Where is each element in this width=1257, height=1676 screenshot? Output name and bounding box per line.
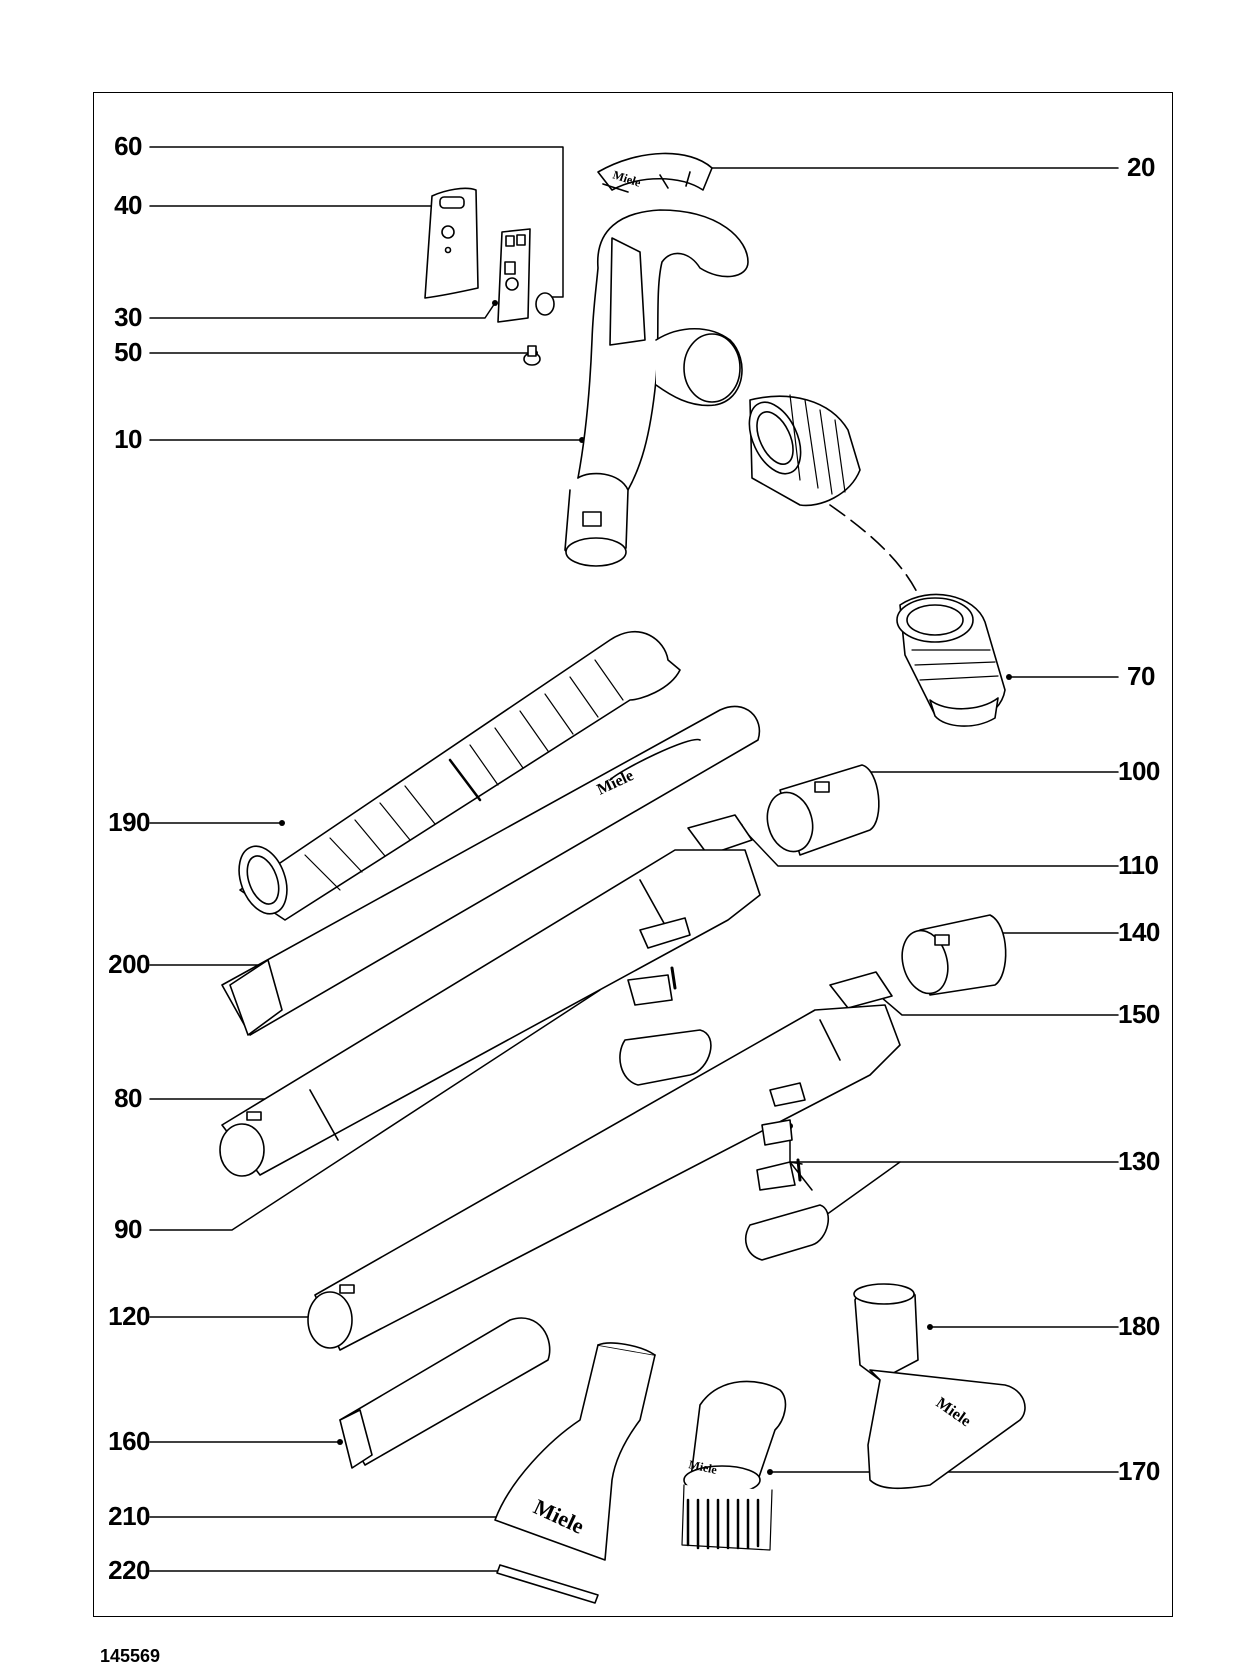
part-120-tube bbox=[307, 1004, 901, 1351]
label-200: 200 bbox=[108, 949, 150, 979]
part-80-tube bbox=[219, 849, 761, 1177]
logo-on-brush-170: Miele bbox=[687, 1457, 719, 1477]
label-110: 110 bbox=[1118, 850, 1159, 880]
part-130-slider-parts bbox=[745, 1082, 830, 1261]
hose-coupling-top bbox=[748, 394, 861, 507]
drawing-number: 145569 bbox=[100, 1646, 161, 1666]
part-220-strip bbox=[496, 1564, 599, 1604]
part-50-screw bbox=[523, 345, 541, 366]
label-90: 90 bbox=[114, 1214, 142, 1244]
part-210-upholstery-nozzle bbox=[494, 1342, 656, 1561]
part-170-dusting-brush bbox=[681, 1380, 787, 1551]
label-50: 50 bbox=[114, 337, 142, 367]
label-120: 120 bbox=[108, 1301, 150, 1331]
label-10: 10 bbox=[114, 424, 142, 454]
part-110-catch bbox=[687, 814, 753, 856]
label-130: 130 bbox=[1118, 1146, 1160, 1176]
label-40: 40 bbox=[114, 190, 142, 220]
part-140-connector bbox=[901, 914, 1007, 996]
label-60: 60 bbox=[114, 131, 142, 161]
label-160: 160 bbox=[108, 1426, 150, 1456]
part-30-circuit-board bbox=[497, 228, 531, 323]
part-20-cover bbox=[597, 152, 713, 193]
part-200-cover-tube bbox=[221, 705, 761, 1036]
part-180-mattress-nozzle bbox=[853, 1283, 1026, 1490]
label-100: 100 bbox=[1118, 756, 1160, 786]
label-210: 210 bbox=[108, 1501, 150, 1531]
part-150-catch bbox=[829, 971, 893, 1009]
hose-connection-dashed bbox=[829, 504, 926, 611]
part-60-button bbox=[535, 292, 555, 316]
label-20: 20 bbox=[1127, 152, 1155, 182]
label-180: 180 bbox=[1118, 1311, 1160, 1341]
label-150: 150 bbox=[1118, 999, 1160, 1029]
label-140: 140 bbox=[1118, 917, 1160, 947]
label-170: 170 bbox=[1118, 1456, 1160, 1486]
part-160-crevice-tool bbox=[339, 1317, 551, 1469]
part-70-hose-connector bbox=[896, 593, 1006, 727]
leader-lines-left bbox=[149, 146, 601, 1572]
label-190: 190 bbox=[108, 807, 150, 837]
label-70: 70 bbox=[1127, 661, 1155, 691]
label-30: 30 bbox=[114, 302, 142, 332]
part-190-flexible-hose bbox=[238, 630, 681, 921]
leader-lines-right bbox=[696, 167, 1119, 1473]
label-80: 80 bbox=[114, 1083, 142, 1113]
part-100-connector bbox=[766, 764, 880, 856]
label-220: 220 bbox=[108, 1555, 150, 1585]
part-10-handle bbox=[564, 209, 749, 567]
diagram-frame bbox=[93, 92, 1173, 1617]
part-90-slider-1 bbox=[619, 917, 712, 1086]
part-40-switch-cover bbox=[424, 187, 479, 299]
